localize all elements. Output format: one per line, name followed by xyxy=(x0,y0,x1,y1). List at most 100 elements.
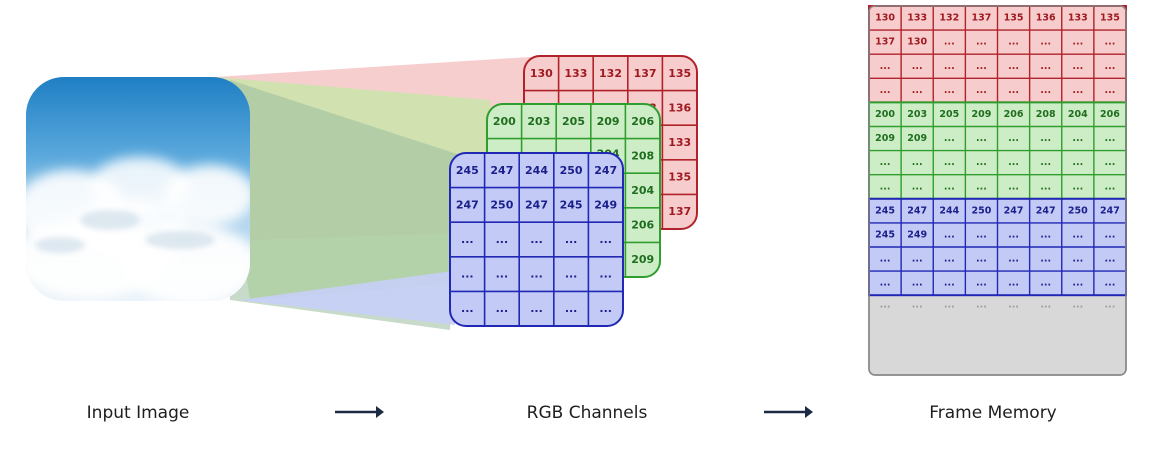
blue-cell: 245 xyxy=(560,198,583,211)
memory-cell: ... xyxy=(880,157,891,168)
memory-cell: 250 xyxy=(1068,205,1088,216)
memory-cell: ... xyxy=(1040,254,1051,265)
memory-cell: ... xyxy=(880,254,891,265)
memory-cell: 247 xyxy=(1100,205,1120,216)
right-arrow-icon xyxy=(764,406,813,418)
memory-cell: ... xyxy=(976,181,987,192)
green-cell: 205 xyxy=(562,115,585,128)
memory-cell: ... xyxy=(976,300,987,311)
memory-cell: ... xyxy=(1008,300,1019,311)
memory-cell: ... xyxy=(912,157,923,168)
memory-cell: ... xyxy=(1072,37,1083,48)
memory-cell: ... xyxy=(976,229,987,240)
memory-cell: ... xyxy=(1105,61,1116,72)
red-cell: 137 xyxy=(668,205,691,218)
memory-empty-row: ........................ xyxy=(880,300,1116,311)
memory-cell: 245 xyxy=(875,205,895,216)
blue-cell: ... xyxy=(496,233,509,246)
memory-cell: 206 xyxy=(1004,109,1024,120)
memory-cell: ... xyxy=(1105,229,1116,240)
memory-cell: ... xyxy=(976,85,987,96)
memory-cell: ... xyxy=(944,37,955,48)
red-cell: 133 xyxy=(668,136,691,149)
memory-cell: ... xyxy=(944,85,955,96)
blue-cell: ... xyxy=(565,233,578,246)
memory-cell: ... xyxy=(1072,181,1083,192)
blue-beam xyxy=(230,80,460,330)
memory-cell: ... xyxy=(976,157,987,168)
red-cell: 137 xyxy=(634,67,657,80)
projection-beams xyxy=(215,55,560,330)
memory-cell: 136 xyxy=(1036,13,1056,24)
input-image-label: Input Image xyxy=(87,403,190,423)
memory-cell: ... xyxy=(1008,254,1019,265)
blue-cell: ... xyxy=(565,302,578,315)
memory-cell: ... xyxy=(1040,181,1051,192)
memory-cell: ... xyxy=(1008,85,1019,96)
green-cell: 206 xyxy=(631,115,654,128)
memory-cell: ... xyxy=(1008,278,1019,289)
memory-cell: ... xyxy=(1105,37,1116,48)
memory-cell: ... xyxy=(1008,37,1019,48)
green-cell: 209 xyxy=(631,253,654,266)
memory-cell: ... xyxy=(1072,300,1083,311)
blue-cell: ... xyxy=(599,233,612,246)
memory-cell: ... xyxy=(880,300,891,311)
memory-cell: 208 xyxy=(1036,109,1056,120)
memory-cell: 206 xyxy=(1100,109,1120,120)
memory-cell: 247 xyxy=(1036,205,1056,216)
memory-cell: ... xyxy=(1008,133,1019,144)
red-cell: 133 xyxy=(564,67,587,80)
memory-cell: 250 xyxy=(972,205,992,216)
blue-beam-lower xyxy=(240,270,460,325)
memory-cell: 247 xyxy=(907,205,927,216)
memory-cell: ... xyxy=(944,229,955,240)
memory-cell: ... xyxy=(1040,229,1051,240)
memory-cell: ... xyxy=(1040,61,1051,72)
memory-cell: ... xyxy=(912,85,923,96)
memory-cell: ... xyxy=(912,300,923,311)
memory-cell: ... xyxy=(880,61,891,72)
blue-cell: ... xyxy=(530,233,543,246)
memory-cell: ... xyxy=(944,61,955,72)
blue-cell: ... xyxy=(599,302,612,315)
memory-cell: ... xyxy=(976,254,987,265)
blue-cell: ... xyxy=(599,268,612,281)
memory-cell: 130 xyxy=(907,37,927,48)
memory-cell: ... xyxy=(1072,61,1083,72)
memory-cell: ... xyxy=(1040,37,1051,48)
green-cell: 204 xyxy=(631,184,654,197)
memory-cell: 249 xyxy=(907,229,927,240)
memory-cell: 245 xyxy=(875,229,895,240)
memory-cell: 137 xyxy=(875,37,895,48)
memory-cell: 209 xyxy=(907,133,927,144)
green-cell: 209 xyxy=(597,115,620,128)
blue-cell: ... xyxy=(461,268,474,281)
blue-cell: ... xyxy=(530,302,543,315)
red-cell: 135 xyxy=(668,171,691,184)
blue-cell: 247 xyxy=(525,198,548,211)
memory-cell: ... xyxy=(880,278,891,289)
memory-cell: ... xyxy=(944,278,955,289)
blue-cell: 244 xyxy=(525,164,548,177)
memory-cell: ... xyxy=(912,181,923,192)
memory-cell: ... xyxy=(976,61,987,72)
memory-cell: 204 xyxy=(1068,109,1088,120)
memory-cell: ... xyxy=(1008,61,1019,72)
memory-cell: ... xyxy=(976,278,987,289)
red-cell: 132 xyxy=(599,67,622,80)
red-cell: 130 xyxy=(530,67,553,80)
memory-cell: ... xyxy=(912,278,923,289)
memory-cell: ... xyxy=(944,254,955,265)
blue-cell: 250 xyxy=(560,164,583,177)
memory-cell: ... xyxy=(1072,157,1083,168)
blue-cell: ... xyxy=(496,302,509,315)
memory-cell: 209 xyxy=(875,133,895,144)
memory-cell: ... xyxy=(1008,181,1019,192)
memory-cell: 133 xyxy=(907,13,927,24)
memory-cell: ... xyxy=(1040,157,1051,168)
